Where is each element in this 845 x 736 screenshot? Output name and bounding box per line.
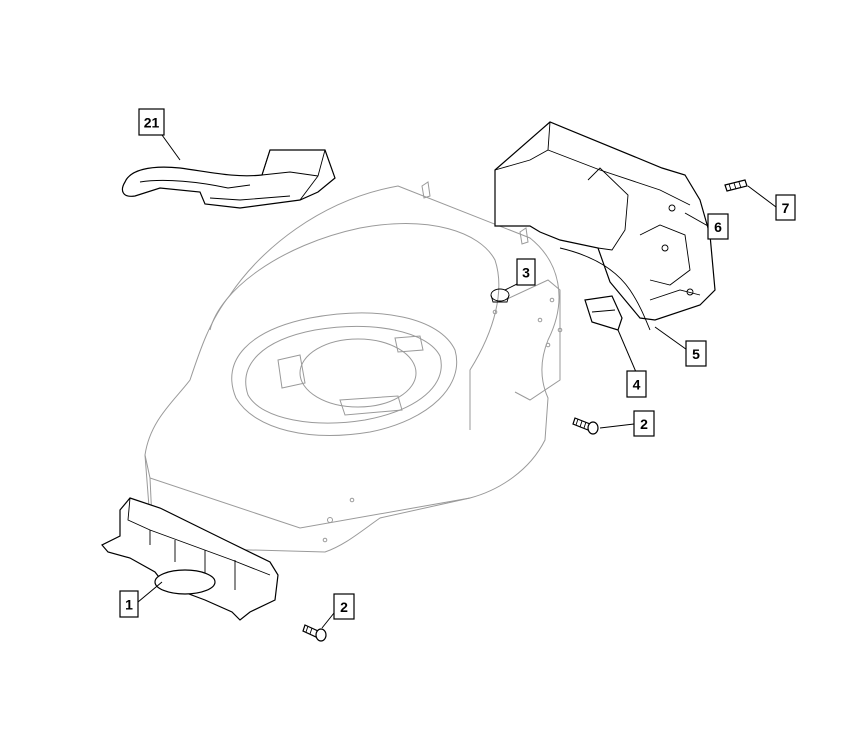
part-5-deflector: [559, 247, 651, 331]
callout-label: 21: [144, 115, 160, 131]
callout-2-upper: 2: [633, 410, 655, 437]
callout-21: 21: [138, 108, 165, 136]
callout-label: 3: [522, 265, 530, 281]
callout-4: 4: [626, 370, 647, 398]
callout-6: 6: [707, 213, 729, 240]
callout-3: 3: [516, 258, 536, 286]
callout-label: 2: [640, 416, 648, 432]
callout-2-lower: 2: [333, 593, 355, 620]
part-21-cover: [121, 149, 336, 209]
part-4-flap: [584, 295, 623, 331]
callout-label: 5: [692, 346, 700, 362]
part-6-rear-housing: [494, 121, 716, 321]
part-1-front-skirt: [101, 497, 279, 621]
part-2-screw-b: [302, 624, 327, 642]
mower-deck: [144, 181, 563, 553]
callout-label: 2: [340, 599, 348, 615]
callout-label: 4: [633, 377, 641, 393]
callout-label: 1: [125, 597, 133, 613]
callout-7: 7: [775, 194, 796, 221]
callout-5: 5: [685, 340, 707, 367]
part-2-screw-a: [572, 417, 599, 435]
callout-1: 1: [119, 590, 139, 618]
part-7-bolt: [724, 179, 748, 192]
callout-label: 6: [714, 219, 722, 235]
callout-label: 7: [782, 200, 790, 216]
